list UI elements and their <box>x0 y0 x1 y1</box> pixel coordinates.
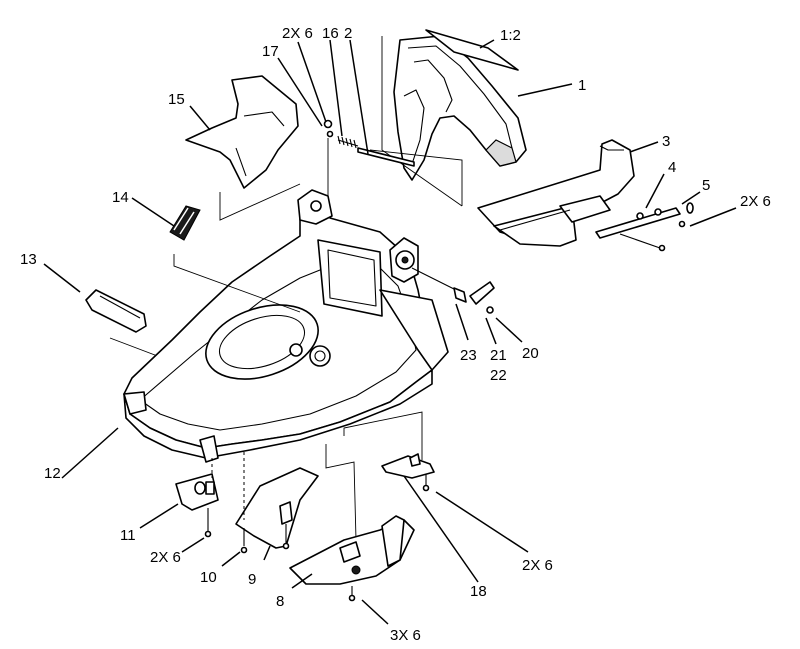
callout-20: 20 <box>522 345 539 362</box>
part-label-plate <box>425 29 519 71</box>
assembly-guide-line <box>343 411 423 460</box>
part-latch <box>85 289 147 333</box>
part-rear-cover <box>393 35 527 181</box>
leader-lines <box>43 39 737 625</box>
callout-5: 5 <box>702 177 710 194</box>
callout-1: 1 <box>578 77 586 94</box>
part-upper-deflector <box>185 75 299 189</box>
assembly-guide-line <box>381 36 463 207</box>
part-mower-deck <box>123 189 449 463</box>
callout-2x6-bottom: 2X 6 <box>522 557 553 574</box>
callout-16: 16 <box>322 25 339 42</box>
assembly-guide-line <box>325 444 357 541</box>
callout-9: 9 <box>248 571 256 588</box>
part-side-deflector <box>235 452 319 554</box>
callout-2x6-top: 2X 6 <box>282 25 313 42</box>
callout-2x6-right: 2X 6 <box>740 193 771 210</box>
callout-2x6-left: 2X 6 <box>150 549 181 566</box>
callout-22: 22 <box>490 367 507 384</box>
part-front-bracket <box>175 458 219 538</box>
part-small-bracket <box>381 453 435 492</box>
part-rear-flap <box>477 139 635 247</box>
callout-21: 21 <box>490 347 507 364</box>
callout-3: 3 <box>662 133 670 150</box>
callout-3x6: 3X 6 <box>390 627 421 644</box>
part-hinge-hardware <box>323 119 415 167</box>
part-mulch-plate <box>289 515 415 602</box>
callout-17: 17 <box>262 43 279 60</box>
assembly-guide-line <box>173 254 301 313</box>
assembly-guide-line <box>369 149 463 206</box>
callout-18: 18 <box>470 583 487 600</box>
callout-labels: 1 1:2 2 2X 6 16 17 15 3 4 5 2X 6 14 13 2… <box>20 25 771 644</box>
callout-12: 12 <box>44 465 61 482</box>
callout-4: 4 <box>668 159 676 176</box>
callout-23: 23 <box>460 347 477 364</box>
callout-1-2: 1:2 <box>500 27 521 44</box>
callout-8: 8 <box>276 593 284 610</box>
part-bumper-pad <box>169 205 201 241</box>
callout-15: 15 <box>168 91 185 108</box>
callout-2: 2 <box>344 25 352 42</box>
part-flap-rod <box>595 202 694 252</box>
assembly-guide-line <box>219 183 301 221</box>
part-axle-hardware <box>411 267 495 314</box>
callout-10: 10 <box>200 569 217 586</box>
callout-11: 11 <box>120 527 136 544</box>
callout-13: 13 <box>20 251 37 268</box>
callout-14: 14 <box>112 189 129 206</box>
